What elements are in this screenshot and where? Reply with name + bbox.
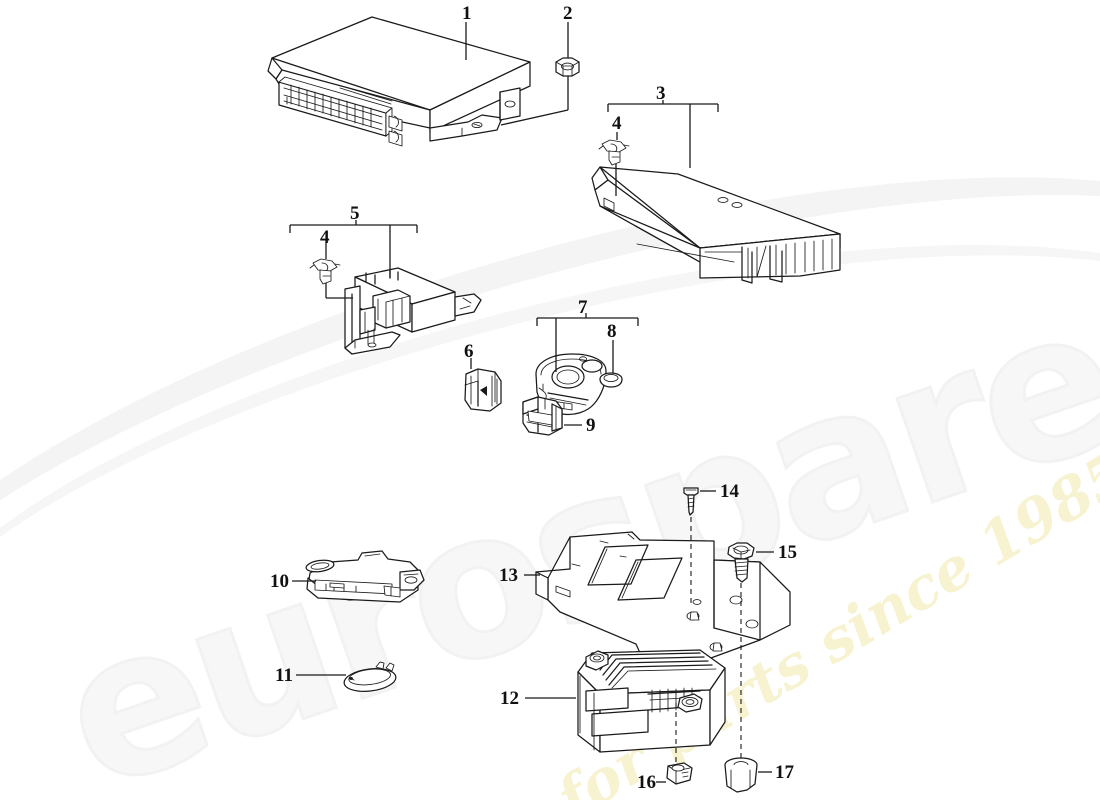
callout-number-2: 2 [563, 3, 573, 24]
callout-number-13: 13 [499, 565, 518, 586]
callout-number-17: 17 [775, 762, 794, 783]
part-4-mounting-clip-lower [309, 258, 341, 285]
callout-4-lower-leader [325, 242, 353, 299]
callout-number-8: 8 [607, 321, 617, 342]
callout-3-bracket [607, 100, 719, 168]
part-1-engine-control-unit [267, 16, 531, 147]
callout-number-6: 6 [464, 341, 474, 362]
part-8-battery-cover-cap [599, 372, 623, 388]
part-16-clip-nut [666, 700, 693, 785]
callout-number-16: 16 [637, 772, 656, 793]
callout-4-upper-leader [615, 132, 618, 196]
callout-number-1: 1 [462, 3, 472, 24]
callout-number-15: 15 [778, 542, 797, 563]
part-15-flange-bolt [727, 542, 755, 760]
part-5-control-module-bracket [344, 267, 482, 355]
callout-2-leader [500, 22, 569, 126]
callout-number-14: 14 [720, 481, 739, 502]
callout-5-bracket [289, 220, 418, 278]
callout-number-3: 3 [656, 83, 666, 104]
part-17-rubber-grommet [724, 757, 758, 793]
callout-number-10: 10 [270, 571, 289, 592]
part-9-key-blade-holder [522, 396, 563, 436]
part-12-amplifier-control-unit [577, 649, 726, 753]
callout-number-4-lower: 4 [320, 227, 330, 248]
callout-number-9: 9 [586, 415, 596, 436]
part-13-mounting-bracket-tray [535, 531, 791, 663]
part-3-control-unit-cover [591, 166, 841, 284]
part-2-hex-nut [555, 57, 580, 77]
callout-number-5: 5 [350, 203, 360, 224]
callout-number-4-upper: 4 [612, 113, 622, 134]
part-14-pan-head-screw [683, 487, 699, 607]
part-4-mounting-clip-upper [598, 139, 630, 166]
callout-7-bracket [536, 313, 639, 372]
part-6-switch-button [464, 368, 502, 412]
part-10-handle-switch-housing [305, 550, 425, 603]
callout-number-11: 11 [275, 665, 293, 686]
part-11-seal-gasket-ring [343, 661, 397, 692]
callout-number-12: 12 [500, 688, 519, 709]
callout-number-7: 7 [578, 297, 588, 318]
